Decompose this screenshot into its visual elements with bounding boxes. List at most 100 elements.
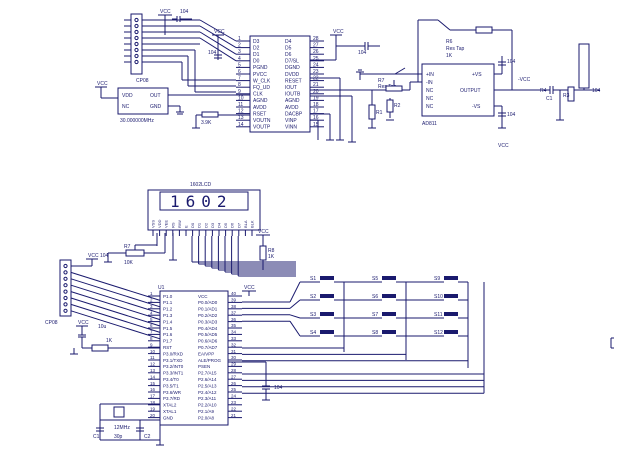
reset-circuit: VCC 10u 1K (70, 320, 160, 355)
mcu-left-pin-number: 18 (150, 400, 156, 405)
top-cp-contact (134, 29, 139, 35)
switch-label: S4 (310, 330, 316, 336)
dds-bus-wire (199, 37, 237, 62)
mcu-left-pin-number: 4 (150, 310, 153, 315)
c2-ref: C2 (144, 434, 151, 440)
dds-right-pin-number: 28 (313, 36, 319, 42)
mcu-left-pin-number: 12 (150, 362, 156, 367)
bottom-cp-wire (70, 278, 161, 308)
top-cp-contact (134, 59, 139, 65)
mcu-left-pin-number: 2 (150, 298, 153, 303)
switch-actuator (320, 294, 334, 298)
bottom-cp-contact (63, 263, 68, 269)
dds-left-pin-name: RSET (253, 111, 266, 117)
opamp-cap-top: 104 (507, 59, 516, 65)
switch-actuator (320, 312, 334, 316)
dds-left-pin-number: 12 (238, 109, 244, 115)
dds-left-pin-number: 8 (238, 82, 241, 88)
pot-ref: R7 (124, 244, 131, 250)
dds-bus-wire (199, 19, 237, 42)
bottom-cp-wire (70, 284, 161, 314)
bottom-cp-contact (63, 289, 68, 294)
lcd-contrast-pot: R7 10K (104, 233, 177, 266)
mcu-left-pin-number: 1 (150, 291, 153, 296)
dds-right-pin-number: 24 (313, 62, 319, 68)
dds-right-pin-name: IOUT (285, 85, 297, 91)
dds-left-pin-number: 3 (238, 49, 241, 55)
r-label-3: R3 (563, 93, 570, 99)
mcu-left-pin-number: 14 (150, 374, 156, 379)
oscillator: VCC VDD OUT NC GND 30.000000MHz (95, 81, 250, 124)
dds-right-pin-name: VINP (285, 118, 297, 124)
switch-actuator (444, 330, 458, 334)
mcu-right-pin-name: P2.0/A8 (198, 415, 215, 420)
lcd-pin-name: RS (170, 222, 175, 228)
sma-connector (578, 43, 590, 89)
bottom-cp08-label: CP08 (45, 320, 58, 326)
switch-label: S9 (434, 276, 440, 282)
dds-left-pin-name: VOUTP (253, 125, 271, 131)
top-cp-contact (134, 17, 139, 23)
rst-cap: 10u (98, 324, 107, 330)
dds-left-pin-number: 9 (238, 89, 241, 95)
mcu-left-pin-number: 9 (150, 342, 153, 347)
switch-label: S10 (434, 294, 443, 300)
switch-actuator (382, 312, 396, 316)
dds-left-pin-name: VOUTN (253, 118, 271, 124)
mcu-right-pin-number: 33 (231, 336, 237, 341)
mcu-right-pin-number: 26 (231, 381, 237, 386)
dds-left-pin-number: 6 (238, 69, 241, 75)
lcd-screen (159, 191, 249, 211)
switch-actuator (320, 276, 334, 280)
dds-right-pin-number: 22 (313, 76, 319, 82)
top-cp08-label: CP08 (136, 78, 149, 84)
mcu-right-pin-number: 24 (231, 394, 237, 399)
dds-left-pin-name: D2 (253, 45, 260, 51)
r-label-1: R1 (376, 110, 383, 116)
r7-ref: R7 (378, 78, 385, 84)
dds-right-pin-name: D7/SL (285, 59, 299, 65)
mcu-right-pin-number: 38 (231, 304, 237, 309)
bottom-cp-wire (70, 291, 161, 321)
mcu-right-pin-name: P0.5/AD5 (198, 332, 218, 337)
lcd-label: 1602LCD (190, 182, 212, 188)
feedback-r6: R6 Res Tap 1K (417, 19, 513, 90)
dds-right-pin-name: DACBP (285, 111, 303, 117)
out-cap-ref: C1 (546, 96, 553, 102)
opamp-pin-4: NC (426, 96, 434, 102)
bottom-cp-vcc: VCC (88, 253, 99, 259)
lcd-vcc: VCC (258, 229, 269, 235)
switch-actuator (444, 312, 458, 316)
dds-left-pin-number: 4 (238, 56, 241, 62)
bottom-cp-cap: 104 (100, 253, 109, 259)
opamp-pin-6: -VS (472, 104, 481, 110)
mcu-right-pin-name: P2.3/A11 (198, 396, 217, 401)
dds-right-pin-number: 27 (313, 43, 319, 49)
dds-right-pin-name: AGND (285, 98, 300, 104)
bottom-cp-wire (70, 310, 161, 340)
top-cp-contact (134, 47, 139, 53)
lcd-pin-name: D7 (236, 222, 241, 228)
dds-right-pin-number: 25 (313, 56, 319, 62)
mcu-left-pin-name: P3.3/INT1 (163, 371, 184, 376)
top-cp-contact (134, 41, 139, 47)
mcu-right-pin-name: P2.7/A15 (198, 371, 217, 376)
dds-right-vcc: VCC (333, 29, 344, 35)
osc-freq: 30.000000MHz (120, 118, 154, 124)
c1-ref: C1 (93, 434, 100, 440)
top-cp-contact (134, 53, 139, 59)
dds-left-pin-number: 2 (238, 43, 241, 49)
mcu-right-pin-name: P0.1/AD1 (198, 307, 218, 312)
mcu-left-pin-number: 7 (150, 330, 153, 335)
dds-left-pin-number: 1 (238, 36, 241, 42)
switch-label: S11 (434, 312, 443, 318)
mcu-right-pin-number: 31 (231, 349, 237, 354)
switch-label: S7 (372, 312, 378, 318)
lcd-pin-name: E (184, 225, 189, 228)
dds-right-pin-name: IOUTB (285, 92, 301, 98)
mcu-left-pin-number: 17 (150, 394, 156, 399)
dds-left-pin-number: 5 (238, 62, 241, 68)
output-stage: C1 R3 104 R4 (494, 43, 601, 121)
mcu-left-pin-number: 11 (150, 355, 155, 360)
